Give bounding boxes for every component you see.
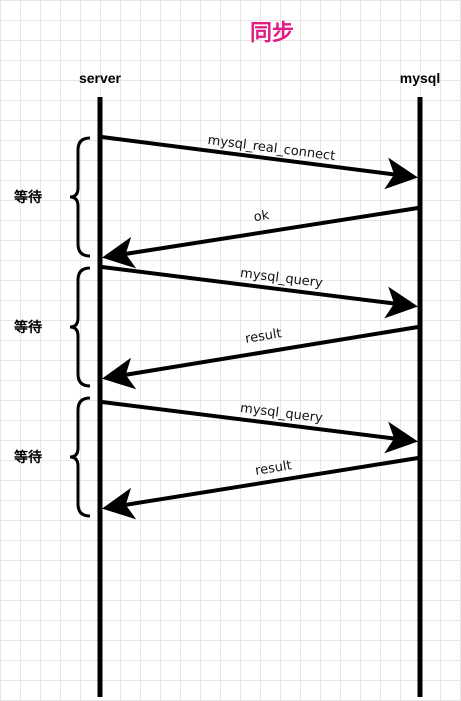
message-arrow-1 [101, 135, 418, 190]
wait-label-3: 等待 [14, 449, 42, 466]
wait-label-1: 等待 [14, 189, 42, 206]
wait-brace-2 [69, 266, 91, 388]
message-arrow-4 [102, 325, 419, 390]
actor-server-label: server [79, 70, 122, 86]
message-label-2: ok [253, 208, 271, 225]
message-arrow-2 [102, 206, 419, 269]
message-label-4: result [244, 326, 283, 347]
message-label-6: result [254, 458, 293, 479]
actor-mysql-label: mysql [400, 70, 440, 86]
diagram-title: 同步 [250, 20, 294, 46]
wait-brace-1 [69, 136, 91, 258]
message-arrow-6 [102, 456, 419, 520]
wait-brace-3 [69, 396, 91, 518]
message-arrow-3 [101, 265, 418, 319]
wait-label-2: 等待 [14, 319, 42, 336]
message-arrow-5 [101, 400, 418, 454]
